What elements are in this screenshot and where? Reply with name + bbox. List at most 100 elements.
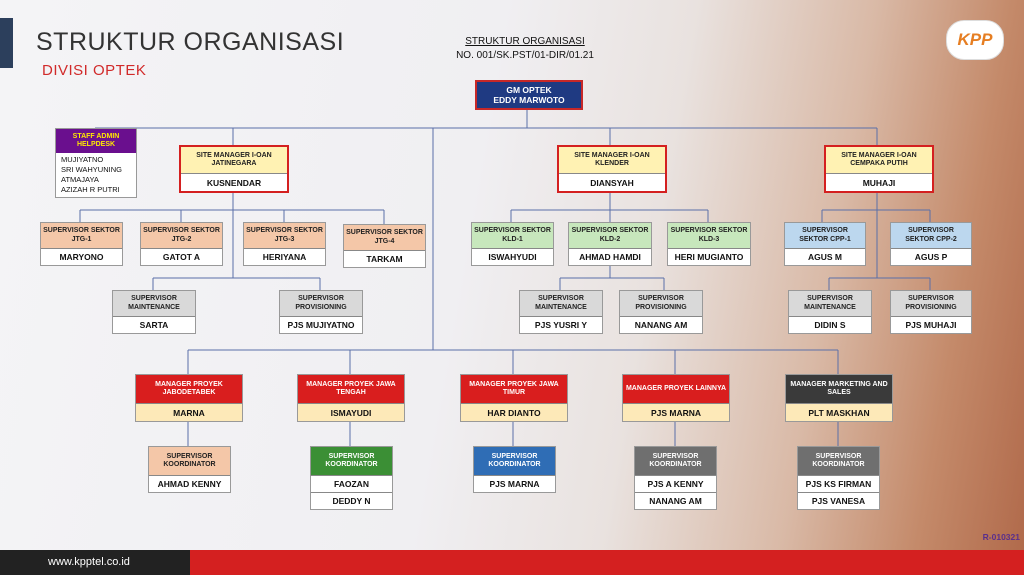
manager-proyek-jawa-timur: MANAGER PROYEK JAWA TIMUR HAR DIANTO (460, 374, 568, 422)
supervisor-provisioning-cpp: SUPERVISOR PROVISIONING PJS MUHAJI (890, 290, 972, 334)
page-title: STRUKTUR ORGANISASI (36, 28, 345, 56)
coordinator-name: PJS KS FIRMAN (798, 475, 879, 492)
supervisor-name: AGUS P (891, 248, 971, 265)
gm-name: EDDY MARWOTO (493, 95, 565, 105)
staff-member: ATMAJAYA (61, 175, 99, 184)
manager-proyek-jabodetabek: MANAGER PROYEK JABODETABEK MARNA (135, 374, 243, 422)
manager-name: HAR DIANTO (461, 403, 567, 421)
coordinator-lainnya: SUPERVISOR KOORDINATOR PJS A KENNY NANAN… (634, 446, 717, 510)
supervisor-name: PJS YUSRI Y (520, 316, 602, 333)
supervisor-title: SUPERVISOR SEKTOR CPP-2 (891, 223, 971, 248)
site-manager-name: MUHAJI (826, 173, 932, 191)
manager-title: MANAGER PROYEK LAINNYA (623, 375, 729, 403)
supervisor-cpp-2: SUPERVISOR SEKTOR CPP-2 AGUS P (890, 222, 972, 266)
supervisor-title: SUPERVISOR MAINTENANCE (113, 291, 195, 316)
supervisor-title: SUPERVISOR PROVISIONING (891, 291, 971, 316)
supervisor-title: SUPERVISOR MAINTENANCE (520, 291, 602, 316)
supervisor-name: DIDIN S (789, 316, 871, 333)
supervisor-name: TARKAM (344, 250, 425, 267)
site-manager-cempaka-putih: SITE MANAGER I-OAN CEMPAKA PUTIH MUHAJI (824, 145, 934, 193)
document-title: STRUKTUR ORGANISASI (465, 36, 585, 47)
supervisor-kld-1: SUPERVISOR SEKTOR KLD-1 ISWAHYUDI (471, 222, 554, 266)
site-manager-name: KUSNENDAR (181, 173, 287, 191)
coordinator-name: AHMAD KENNY (149, 475, 230, 492)
coordinator-name: PJS A KENNY (635, 475, 716, 492)
footer-dark-segment (0, 550, 190, 575)
coordinator-title: SUPERVISOR KOORDINATOR (635, 447, 716, 475)
supervisor-title: SUPERVISOR SEKTOR KLD-2 (569, 223, 651, 248)
supervisor-title: SUPERVISOR PROVISIONING (280, 291, 362, 316)
coordinator-name: DEDDY N (311, 492, 392, 509)
manager-title: MANAGER PROYEK JAWA TENGAH (298, 375, 404, 403)
supervisor-title: SUPERVISOR SEKTOR KLD-3 (668, 223, 750, 248)
coordinator-title: SUPERVISOR KOORDINATOR (311, 447, 392, 475)
footer-website-link[interactable]: www.kpptel.co.id (48, 556, 130, 568)
site-manager-name: DIANSYAH (559, 173, 665, 191)
site-manager-klender: SITE MANAGER I-OAN KLENDER DIANSYAH (557, 145, 667, 193)
site-manager-title: SITE MANAGER I-OAN CEMPAKA PUTIH (826, 147, 932, 173)
coordinator-title: SUPERVISOR KOORDINATOR (798, 447, 879, 475)
supervisor-title: SUPERVISOR SEKTOR JTG-4 (344, 225, 425, 250)
coordinator-name: PJS VANESA (798, 492, 879, 509)
manager-marketing-sales: MANAGER MARKETING AND SALES PLT MASKHAN (785, 374, 893, 422)
supervisor-kld-2: SUPERVISOR SEKTOR KLD-2 AHMAD HAMDI (568, 222, 652, 266)
supervisor-name: SARTA (113, 316, 195, 333)
supervisor-maintenance-jtg: SUPERVISOR MAINTENANCE SARTA (112, 290, 196, 334)
supervisor-name: HERIYANA (244, 248, 325, 265)
supervisor-title: SUPERVISOR SEKTOR JTG-3 (244, 223, 325, 248)
manager-name: ISMAYUDI (298, 403, 404, 421)
staff-admin-members: MUJIYATNO SRI WAHYUNING ATMAJAYA AZIZAH … (56, 153, 136, 197)
site-manager-jatinegara: SITE MANAGER I-OAN JATINEGARA KUSNENDAR (179, 145, 289, 193)
supervisor-provisioning-kld: SUPERVISOR PROVISIONING NANANG AM (619, 290, 703, 334)
supervisor-maintenance-kld: SUPERVISOR MAINTENANCE PJS YUSRI Y (519, 290, 603, 334)
supervisor-name: NANANG AM (620, 316, 702, 333)
supervisor-title: SUPERVISOR SEKTOR KLD-1 (472, 223, 553, 248)
manager-title: MANAGER MARKETING AND SALES (786, 375, 892, 403)
staff-member: SRI WAHYUNING (61, 165, 122, 174)
manager-title: MANAGER PROYEK JAWA TIMUR (461, 375, 567, 403)
supervisor-title: SUPERVISOR MAINTENANCE (789, 291, 871, 316)
staff-admin-box: STAFF ADMIN HELPDESK MUJIYATNO SRI WAHYU… (55, 128, 137, 198)
supervisor-provisioning-jtg: SUPERVISOR PROVISIONING PJS MUJIYATNO (279, 290, 363, 334)
coordinator-title: SUPERVISOR KOORDINATOR (149, 447, 230, 475)
manager-title: MANAGER PROYEK JABODETABEK (136, 375, 242, 403)
supervisor-name: PJS MUHAJI (891, 316, 971, 333)
manager-name: PLT MASKHAN (786, 403, 892, 421)
site-manager-title: SITE MANAGER I-OAN JATINEGARA (181, 147, 287, 173)
coordinator-jabodetabek: SUPERVISOR KOORDINATOR AHMAD KENNY (148, 446, 231, 493)
supervisor-name: ISWAHYUDI (472, 248, 553, 265)
supervisor-maintenance-cpp: SUPERVISOR MAINTENANCE DIDIN S (788, 290, 872, 334)
coordinator-name: NANANG AM (635, 492, 716, 509)
staff-member: AZIZAH R PUTRI (61, 185, 120, 194)
supervisor-jtg-2: SUPERVISOR SEKTOR JTG-2 GATOT A (140, 222, 223, 266)
supervisor-name: AGUS M (785, 248, 865, 265)
coordinator-title: SUPERVISOR KOORDINATOR (474, 447, 555, 475)
supervisor-kld-3: SUPERVISOR SEKTOR KLD-3 HERI MUGIANTO (667, 222, 751, 266)
supervisor-title: SUPERVISOR SEKTOR JTG-1 (41, 223, 122, 248)
staff-member: MUJIYATNO (61, 155, 104, 164)
supervisor-name: HERI MUGIANTO (668, 248, 750, 265)
supervisor-cpp-1: SUPERVISOR SEKTOR CPP-1 AGUS M (784, 222, 866, 266)
revision-code: R-010321 (982, 532, 1020, 542)
supervisor-jtg-3: SUPERVISOR SEKTOR JTG-3 HERIYANA (243, 222, 326, 266)
manager-name: MARNA (136, 403, 242, 421)
supervisor-jtg-4: SUPERVISOR SEKTOR JTG-4 TARKAM (343, 224, 426, 268)
coordinator-name: PJS MARNA (474, 475, 555, 492)
supervisor-title: SUPERVISOR SEKTOR CPP-1 (785, 223, 865, 248)
supervisor-title: SUPERVISOR PROVISIONING (620, 291, 702, 316)
manager-proyek-jawa-tengah: MANAGER PROYEK JAWA TENGAH ISMAYUDI (297, 374, 405, 422)
page-subtitle: DIVISI OPTEK (42, 62, 147, 79)
site-manager-title: SITE MANAGER I-OAN KLENDER (559, 147, 665, 173)
manager-proyek-lainnya: MANAGER PROYEK LAINNYA PJS MARNA (622, 374, 730, 422)
manager-name: PJS MARNA (623, 403, 729, 421)
supervisor-title: SUPERVISOR SEKTOR JTG-2 (141, 223, 222, 248)
coordinator-jawa-tengah: SUPERVISOR KOORDINATOR FAOZAN DEDDY N (310, 446, 393, 510)
company-logo: KPP (946, 20, 1004, 60)
coordinator-name: FAOZAN (311, 475, 392, 492)
coordinator-marketing: SUPERVISOR KOORDINATOR PJS KS FIRMAN PJS… (797, 446, 880, 510)
supervisor-name: GATOT A (141, 248, 222, 265)
supervisor-jtg-1: SUPERVISOR SEKTOR JTG-1 MARYONO (40, 222, 123, 266)
supervisor-name: MARYONO (41, 248, 122, 265)
document-number: NO. 001/SK.PST/01-DIR/01.21 (456, 50, 594, 61)
